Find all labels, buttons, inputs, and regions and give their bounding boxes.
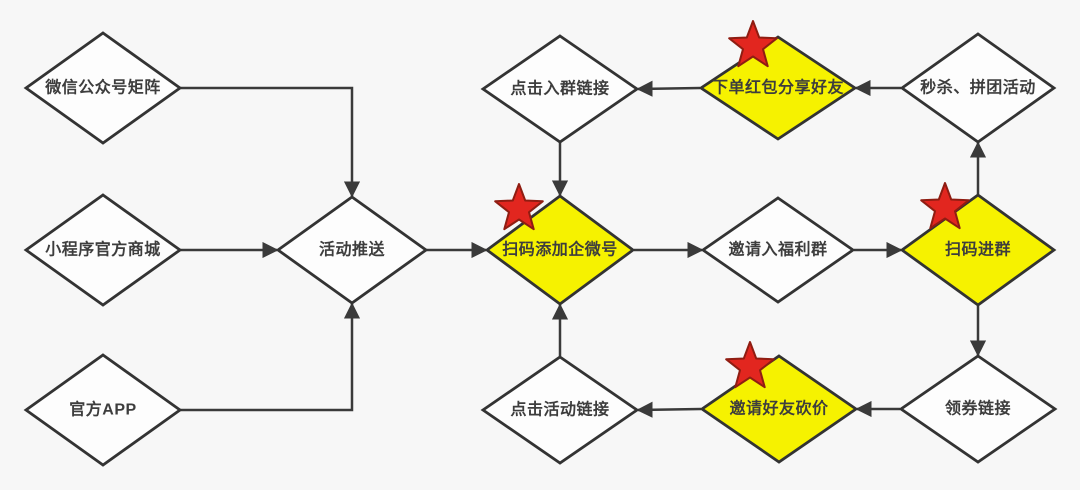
node-click-activity-link: 点击活动链接 <box>480 355 640 465</box>
node-label-click-activity-link: 点击活动链接 <box>510 400 609 419</box>
node-shape-flash-sale-groupbuy <box>899 32 1057 144</box>
node-miniprogram-mall: 小程序官方商城 <box>23 193 183 307</box>
node-wechat-official-matrix: 微信公众号矩阵 <box>23 31 183 145</box>
node-label-coupon-link: 领券链接 <box>945 399 1011 418</box>
node-scan-join-group: 扫码进群 <box>899 182 1057 307</box>
node-click-group-link: 点击入群链接 <box>480 34 640 144</box>
node-invite-welfare-group: 邀请入福利群 <box>700 196 856 304</box>
edge-official-app--activity-push <box>180 302 361 412</box>
star-icon <box>494 183 544 231</box>
node-shape-invite-welfare-group <box>700 196 856 304</box>
node-official-app: 官方APP <box>23 353 183 467</box>
node-label-scan-join-group: 扫码进群 <box>945 240 1011 259</box>
node-label-invite-welfare-group: 邀请入福利群 <box>728 240 827 259</box>
node-flash-sale-groupbuy: 秒杀、拼团活动 <box>899 32 1057 144</box>
node-shape-wechat-official-matrix <box>23 31 183 145</box>
edge-wechat-official-matrix--activity-push <box>180 86 361 198</box>
node-label-activity-push: 活动推送 <box>319 240 386 259</box>
node-label-invite-friends-bargain: 邀请好友砍价 <box>729 399 829 418</box>
node-shape-activity-push <box>275 195 429 305</box>
edge-order-redpacket-share--click-group-link <box>636 80 701 97</box>
edge-invite-friends-bargain--click-activity-link <box>636 401 702 418</box>
node-label-click-group-link: 点击入群链接 <box>510 79 609 98</box>
star-icon <box>728 20 778 68</box>
star-icon <box>920 182 970 230</box>
node-invite-friends-bargain: 邀请好友砍价 <box>699 341 859 464</box>
node-label-miniprogram-mall: 小程序官方商城 <box>45 240 161 259</box>
node-shape-click-activity-link <box>480 355 640 465</box>
node-shape-miniprogram-mall <box>23 193 183 307</box>
node-label-official-app: 官方APP <box>69 400 136 419</box>
node-label-flash-sale-groupbuy: 秒杀、拼团活动 <box>920 78 1036 97</box>
node-shape-click-group-link <box>480 34 640 144</box>
node-scan-add-wecom: 扫码添加企微号 <box>484 183 636 306</box>
node-label-wechat-official-matrix: 微信公众号矩阵 <box>44 78 161 97</box>
node-label-scan-add-wecom: 扫码添加企微号 <box>502 240 618 259</box>
node-coupon-link: 领券链接 <box>898 354 1058 464</box>
node-shape-coupon-link <box>898 354 1058 464</box>
node-label-order-redpacket-share: 下单红包分享好友 <box>712 78 845 97</box>
node-order-redpacket-share: 下单红包分享好友 <box>698 20 858 141</box>
node-shape-official-app <box>23 353 183 467</box>
node-activity-push: 活动推送 <box>275 195 429 305</box>
star-icon <box>725 341 775 389</box>
